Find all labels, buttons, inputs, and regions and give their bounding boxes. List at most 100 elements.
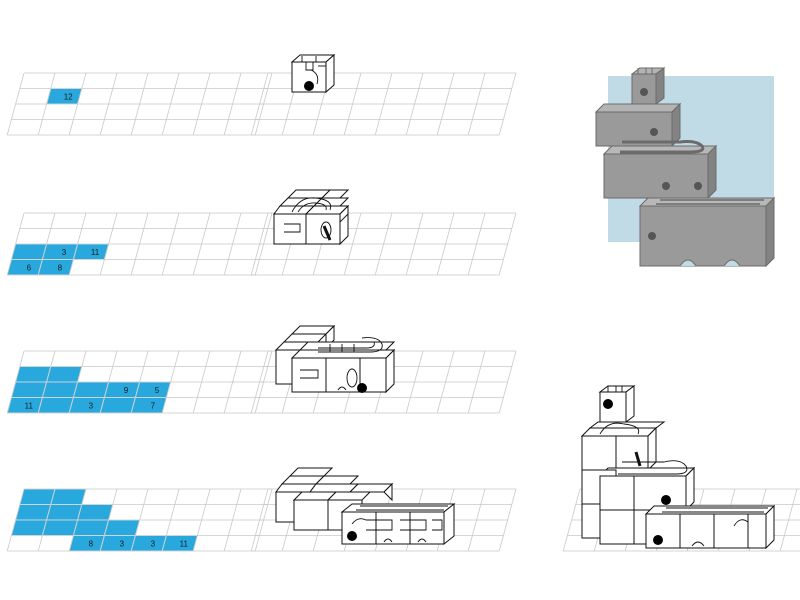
placement-cell [130,397,167,414]
placement-cell [134,381,172,398]
cell-number: 3 [89,401,94,410]
placement-cell [72,381,110,398]
grid-line [130,488,149,552]
grid-line [68,350,87,414]
grid-line [779,488,798,552]
grid-line [223,72,242,136]
cell-number: 3 [151,539,156,548]
grid-line [374,212,393,276]
build-step-1-blocks [290,53,336,94]
marble [357,383,367,393]
grid-line [130,212,149,276]
grid-line [99,488,118,552]
grid-line [68,212,87,276]
grid-line [37,350,56,414]
cell-number: 3 [62,248,67,257]
placement-cell [68,397,105,414]
placement-cell [46,504,83,521]
grid-line [498,350,517,414]
cell-number: 8 [89,539,94,548]
cell-number: 11 [91,248,100,257]
grid-line [37,72,56,136]
grid-line [161,350,180,414]
grid-line [405,72,424,136]
build-step-4-blocks [275,467,456,546]
cell-number: 6 [27,263,32,272]
placement-cell [37,397,74,414]
cell-number: 12 [64,92,73,101]
grid-line [192,350,211,414]
placement-cell [46,366,83,383]
grid-line [436,350,455,414]
placement-cell [41,381,79,398]
grid-line [343,212,362,276]
grid-line [343,72,362,136]
grid-line [250,212,269,276]
placement-cell [103,381,141,398]
grid-line [562,488,581,552]
grid-line [405,350,424,414]
grid-line [161,72,180,136]
grid-line [223,488,242,552]
placement-cell [15,504,52,521]
grid-line [99,72,118,136]
placement-cell [41,519,79,536]
grid-line [99,212,118,276]
grid-line [99,350,118,414]
grid-line [250,350,269,414]
marble [653,535,663,545]
grid-line [161,212,180,276]
grid-line [498,72,517,136]
placement-cell [99,397,136,414]
grid-line [498,488,517,552]
grid-line [374,72,393,136]
cell-number: 8 [58,263,63,272]
grid-line [192,212,211,276]
final-assembled-model [580,385,776,550]
placement-cell [50,488,87,505]
marble [347,531,357,541]
grid-line [498,212,517,276]
placement-cell [19,488,56,505]
grid-line [436,72,455,136]
grid-line [130,350,149,414]
placement-cell [103,519,141,536]
grid-line [68,488,87,552]
grid-line [223,212,242,276]
placement-cell [15,366,52,383]
grid-line [250,488,269,552]
marble [304,81,314,91]
placement-cell [41,243,79,260]
placement-cell [37,259,74,276]
placement-cell [68,535,105,552]
grid-line [68,72,87,136]
grid-line [6,72,25,136]
placement-cell [99,535,136,552]
grid-line [467,488,486,552]
cell-number: 9 [124,386,129,395]
grid-line [37,212,56,276]
grid-line [130,72,149,136]
grid-line [467,350,486,414]
build-step-3-blocks [274,324,396,394]
grid-line [192,488,211,552]
wooden-marble-run-photo [594,67,776,268]
grid-line [6,488,25,552]
grid-line [436,212,455,276]
marble [661,495,671,505]
placement-cell [6,259,43,276]
placement-cell [72,519,110,536]
placement-cell [10,381,48,398]
grid-line [223,350,242,414]
grid-line [192,72,211,136]
marble [603,399,613,409]
grid-line [467,212,486,276]
placement-cell [10,243,48,260]
cell-number: 7 [151,401,156,410]
cell-number: 5 [155,386,160,395]
grid-line [250,72,269,136]
grid-line [6,212,25,276]
grid-line [405,212,424,276]
